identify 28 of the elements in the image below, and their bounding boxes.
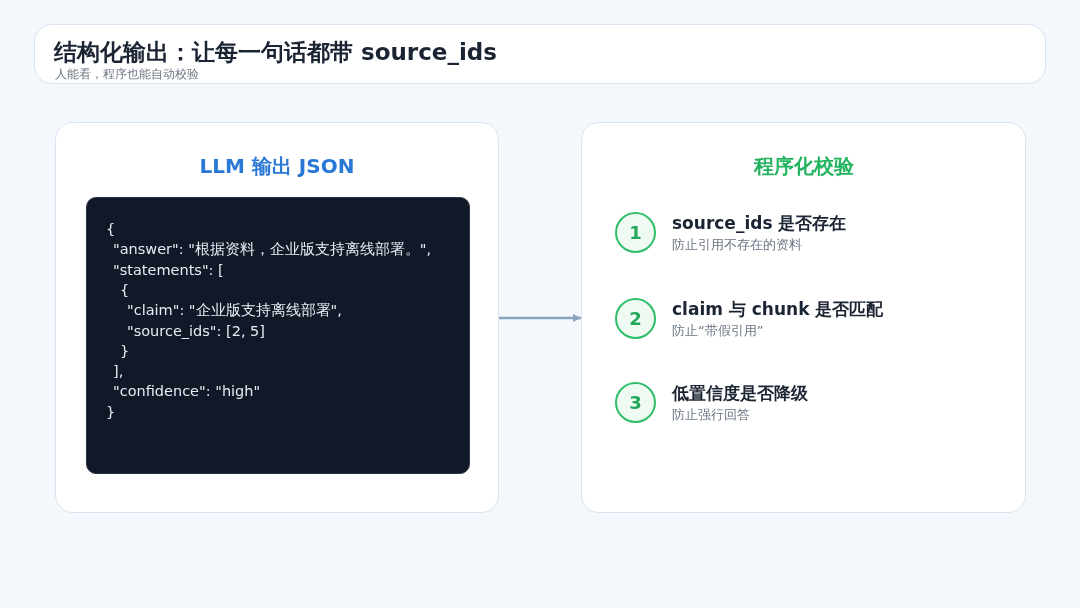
panel-heading: LLM 输出 JSON: [198, 153, 356, 180]
subtitle: 人能看，程序也能自动校验: [55, 67, 199, 81]
step-description: 防止“带假引用”: [672, 322, 764, 339]
header-card: [34, 24, 1046, 84]
panel-card: [55, 122, 499, 513]
code-line: ],: [113, 362, 124, 381]
code-line: "statements": [: [113, 260, 224, 279]
code-line: "confidence": "high": [113, 382, 261, 401]
code-line: }: [120, 341, 130, 360]
arrow: [499, 314, 581, 322]
step-title: source_ids 是否存在: [672, 212, 847, 234]
step-title: 低置信度是否降级: [672, 382, 808, 404]
panel-card: [581, 122, 1026, 513]
step-description: 防止强行回答: [672, 406, 750, 423]
code-line: "source_ids": [2, 5]: [127, 321, 265, 340]
step-title: claim 与 chunk 是否匹配: [672, 298, 884, 320]
number-circle: 3: [615, 382, 656, 423]
number-circle: 2: [615, 298, 656, 339]
code-line: {: [106, 220, 116, 238]
number-circle: 1: [615, 212, 656, 253]
code-line: {: [120, 280, 130, 299]
code-block: [86, 197, 470, 474]
code-line: }: [106, 402, 116, 421]
step-description: 防止引用不存在的资料: [672, 236, 802, 253]
title: 结构化输出：让每一句话都带 source_ids: [54, 38, 497, 67]
code-line: "claim": "企业版支持离线部署",: [127, 301, 342, 320]
code-line: "answer": "根据资料，企业版支持离线部署。",: [113, 240, 432, 259]
panel-heading: 程序化校验: [752, 153, 855, 180]
